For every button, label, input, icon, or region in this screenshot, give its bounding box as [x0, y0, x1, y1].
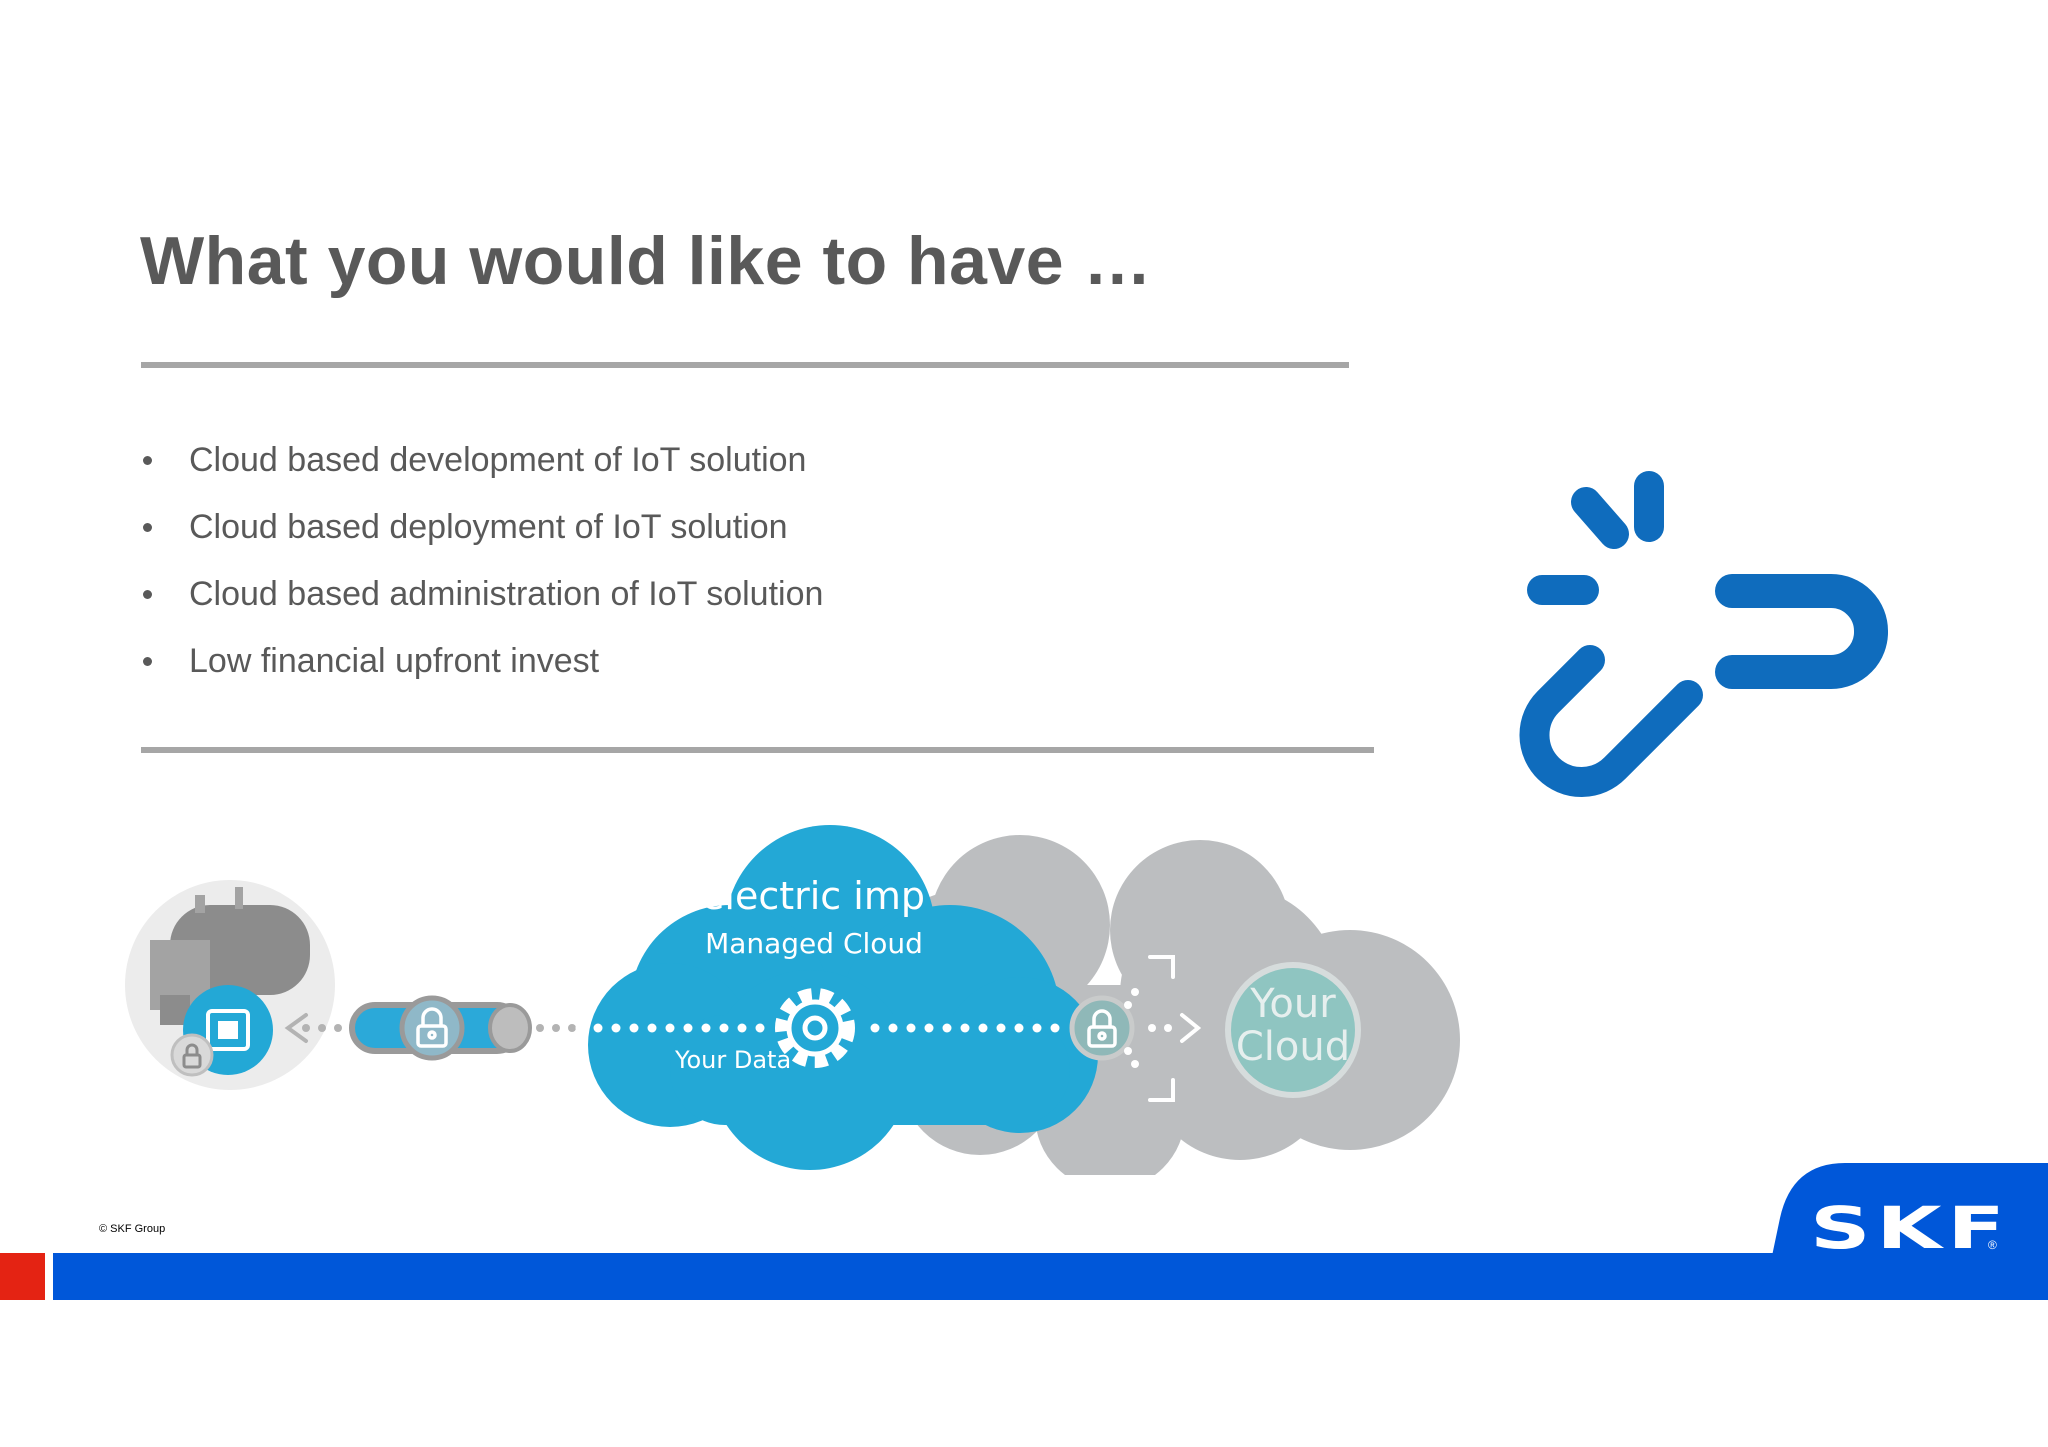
- padlock-icon: [1087, 1009, 1117, 1048]
- bullet-text: Cloud based development of IoT solution: [189, 441, 807, 479]
- bottom-divider: [141, 747, 1374, 753]
- bullet-dot: [143, 657, 152, 666]
- skf-logo: SKF: [1810, 1194, 2011, 1262]
- your-data-label: Your Data: [674, 1046, 791, 1074]
- spark-line-diagonal: [1571, 487, 1629, 549]
- gear-icon: [775, 988, 855, 1068]
- link-half-right: [1715, 574, 1888, 689]
- link-half-left: [1519, 645, 1703, 797]
- registered-mark: ®: [1988, 1238, 1997, 1252]
- slide-title: What you would like to have …: [140, 223, 1152, 299]
- device-node: [125, 880, 335, 1090]
- arrow-right-icon: [1148, 955, 1202, 1102]
- your-cloud-badge: [1225, 962, 1361, 1098]
- skf-logo-tab: [1740, 1163, 2048, 1300]
- bullet-dot: [143, 456, 152, 465]
- bullet-text: Cloud based administration of IoT soluti…: [189, 575, 824, 613]
- footer-red-block: [0, 1253, 45, 1300]
- bullet-item: Cloud based deployment of IoT solution: [140, 500, 823, 567]
- managed-cloud: [588, 825, 1098, 1170]
- your-cloud-label-line1: Your: [1249, 981, 1336, 1027]
- copyright-notice: © SKF Group: [99, 1223, 166, 1235]
- bullet-dot: [143, 523, 152, 532]
- bullet-list: Cloud based development of IoT solution …: [140, 433, 823, 701]
- chip-icon: [206, 1009, 250, 1051]
- top-divider: [141, 362, 1349, 368]
- electric-imp-brand: electric imp: [701, 874, 925, 918]
- managed-cloud-label: Managed Cloud: [705, 927, 923, 960]
- broken-link-icon: [1519, 471, 1888, 797]
- cloud-architecture-diagram: Your Cloud electric imp Managed Cloud Yo…: [125, 825, 1460, 1175]
- bullet-item: Low financial upfront invest: [140, 634, 823, 701]
- arrow-left-icon: [284, 1013, 308, 1043]
- secure-tunnel: [349, 995, 532, 1061]
- bullet-item: Cloud based development of IoT solution: [140, 433, 823, 500]
- data-path-dots: [575, 1023, 1060, 1033]
- your-cloud-label-line2: Cloud: [1236, 1024, 1350, 1070]
- padlock-icon: [182, 1043, 202, 1069]
- bullet-dot: [143, 590, 152, 599]
- bullet-item: Cloud based administration of IoT soluti…: [140, 567, 823, 634]
- footer-blue-bar: [53, 1253, 2048, 1300]
- bullet-text: Low financial upfront invest: [189, 642, 600, 680]
- bullet-text: Cloud based deployment of IoT solution: [189, 508, 788, 546]
- industrial-boiler-icon: [150, 887, 310, 1025]
- padlock-icon: [416, 1007, 448, 1048]
